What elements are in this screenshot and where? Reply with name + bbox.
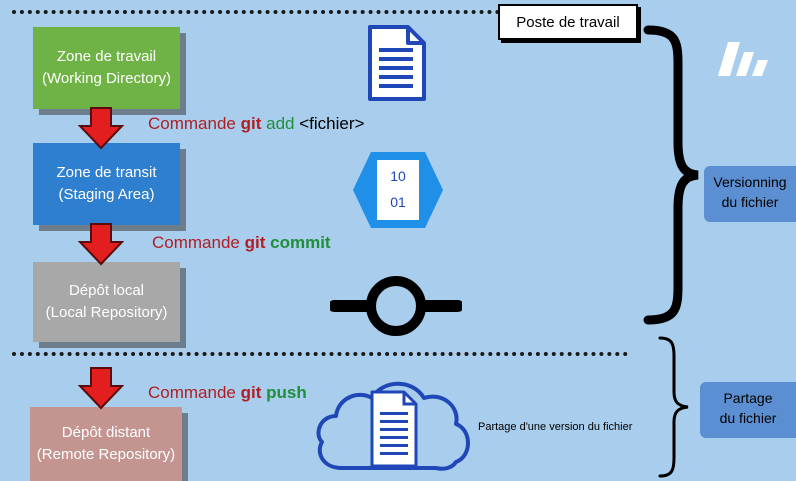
sharing-label-line2: du fichier bbox=[719, 410, 777, 426]
command-push-git: git bbox=[240, 383, 262, 402]
binary-hexagon-text: 10 01 bbox=[377, 163, 419, 215]
sharing-brace-icon bbox=[658, 336, 689, 478]
workstation-label-text: Poste de travail bbox=[516, 13, 620, 31]
command-add-arg: <fichier> bbox=[299, 114, 365, 133]
staging-area-subtitle: (Staging Area) bbox=[58, 186, 155, 203]
remote-repository-title: Dépôt distant bbox=[61, 424, 151, 441]
command-add-prefix: Commande bbox=[148, 114, 236, 133]
binary-line-1: 10 bbox=[390, 168, 406, 184]
local-repository-box: Dépôt local (Local Repository) bbox=[33, 262, 180, 342]
remote-repository-box: Dépôt distant (Remote Repository) bbox=[30, 407, 182, 481]
local-repository-subtitle: (Local Repository) bbox=[45, 304, 168, 321]
command-push-prefix: Commande bbox=[148, 383, 236, 402]
command-commit-prefix: Commande bbox=[152, 233, 240, 252]
cloud-document-icon bbox=[316, 381, 470, 471]
top-dotted-separator bbox=[12, 10, 500, 14]
versioning-label-line1: Versionning bbox=[713, 174, 787, 190]
workstation-label: Poste de travail bbox=[498, 4, 638, 40]
versioning-label-line2: du fichier bbox=[721, 194, 779, 210]
command-add: Commande git add <fichier> bbox=[148, 114, 364, 134]
command-commit-git: git bbox=[244, 233, 266, 252]
working-directory-title: Zone de travail bbox=[56, 48, 157, 65]
sharing-label: Partage du fichier bbox=[700, 382, 796, 438]
command-push: Commande git push bbox=[148, 383, 307, 403]
command-commit-verb: commit bbox=[270, 233, 331, 252]
sharing-label-line1: Partage bbox=[723, 390, 773, 406]
binary-line-2: 01 bbox=[390, 194, 406, 210]
middle-dotted-separator bbox=[12, 352, 628, 356]
binary-hexagon-icon bbox=[353, 152, 443, 228]
staging-area-box: Zone de transit (Staging Area) bbox=[33, 143, 180, 225]
logo-icon bbox=[718, 42, 768, 76]
remote-repository-subtitle: (Remote Repository) bbox=[36, 446, 176, 463]
document-icon bbox=[368, 25, 426, 101]
arrow-down-icon-push bbox=[78, 367, 124, 410]
command-add-git: git bbox=[240, 114, 262, 133]
versioning-brace-icon bbox=[643, 25, 699, 325]
local-repository-title: Dépôt local bbox=[68, 282, 145, 299]
working-directory-subtitle: (Working Directory) bbox=[42, 70, 171, 87]
arrow-down-icon-add bbox=[78, 107, 124, 150]
staging-area-title: Zone de transit bbox=[56, 164, 157, 181]
working-directory-box: Zone de travail (Working Directory) bbox=[33, 27, 180, 109]
command-push-verb: push bbox=[266, 383, 307, 402]
versioning-label: Versionning du fichier bbox=[704, 166, 796, 222]
command-commit: Commande git commit bbox=[152, 233, 331, 253]
command-add-verb: add bbox=[266, 114, 295, 133]
commit-node-icon bbox=[330, 276, 462, 336]
arrow-down-icon-commit bbox=[78, 223, 124, 266]
cloud-caption: Partage d'une version du fichier bbox=[478, 421, 633, 433]
